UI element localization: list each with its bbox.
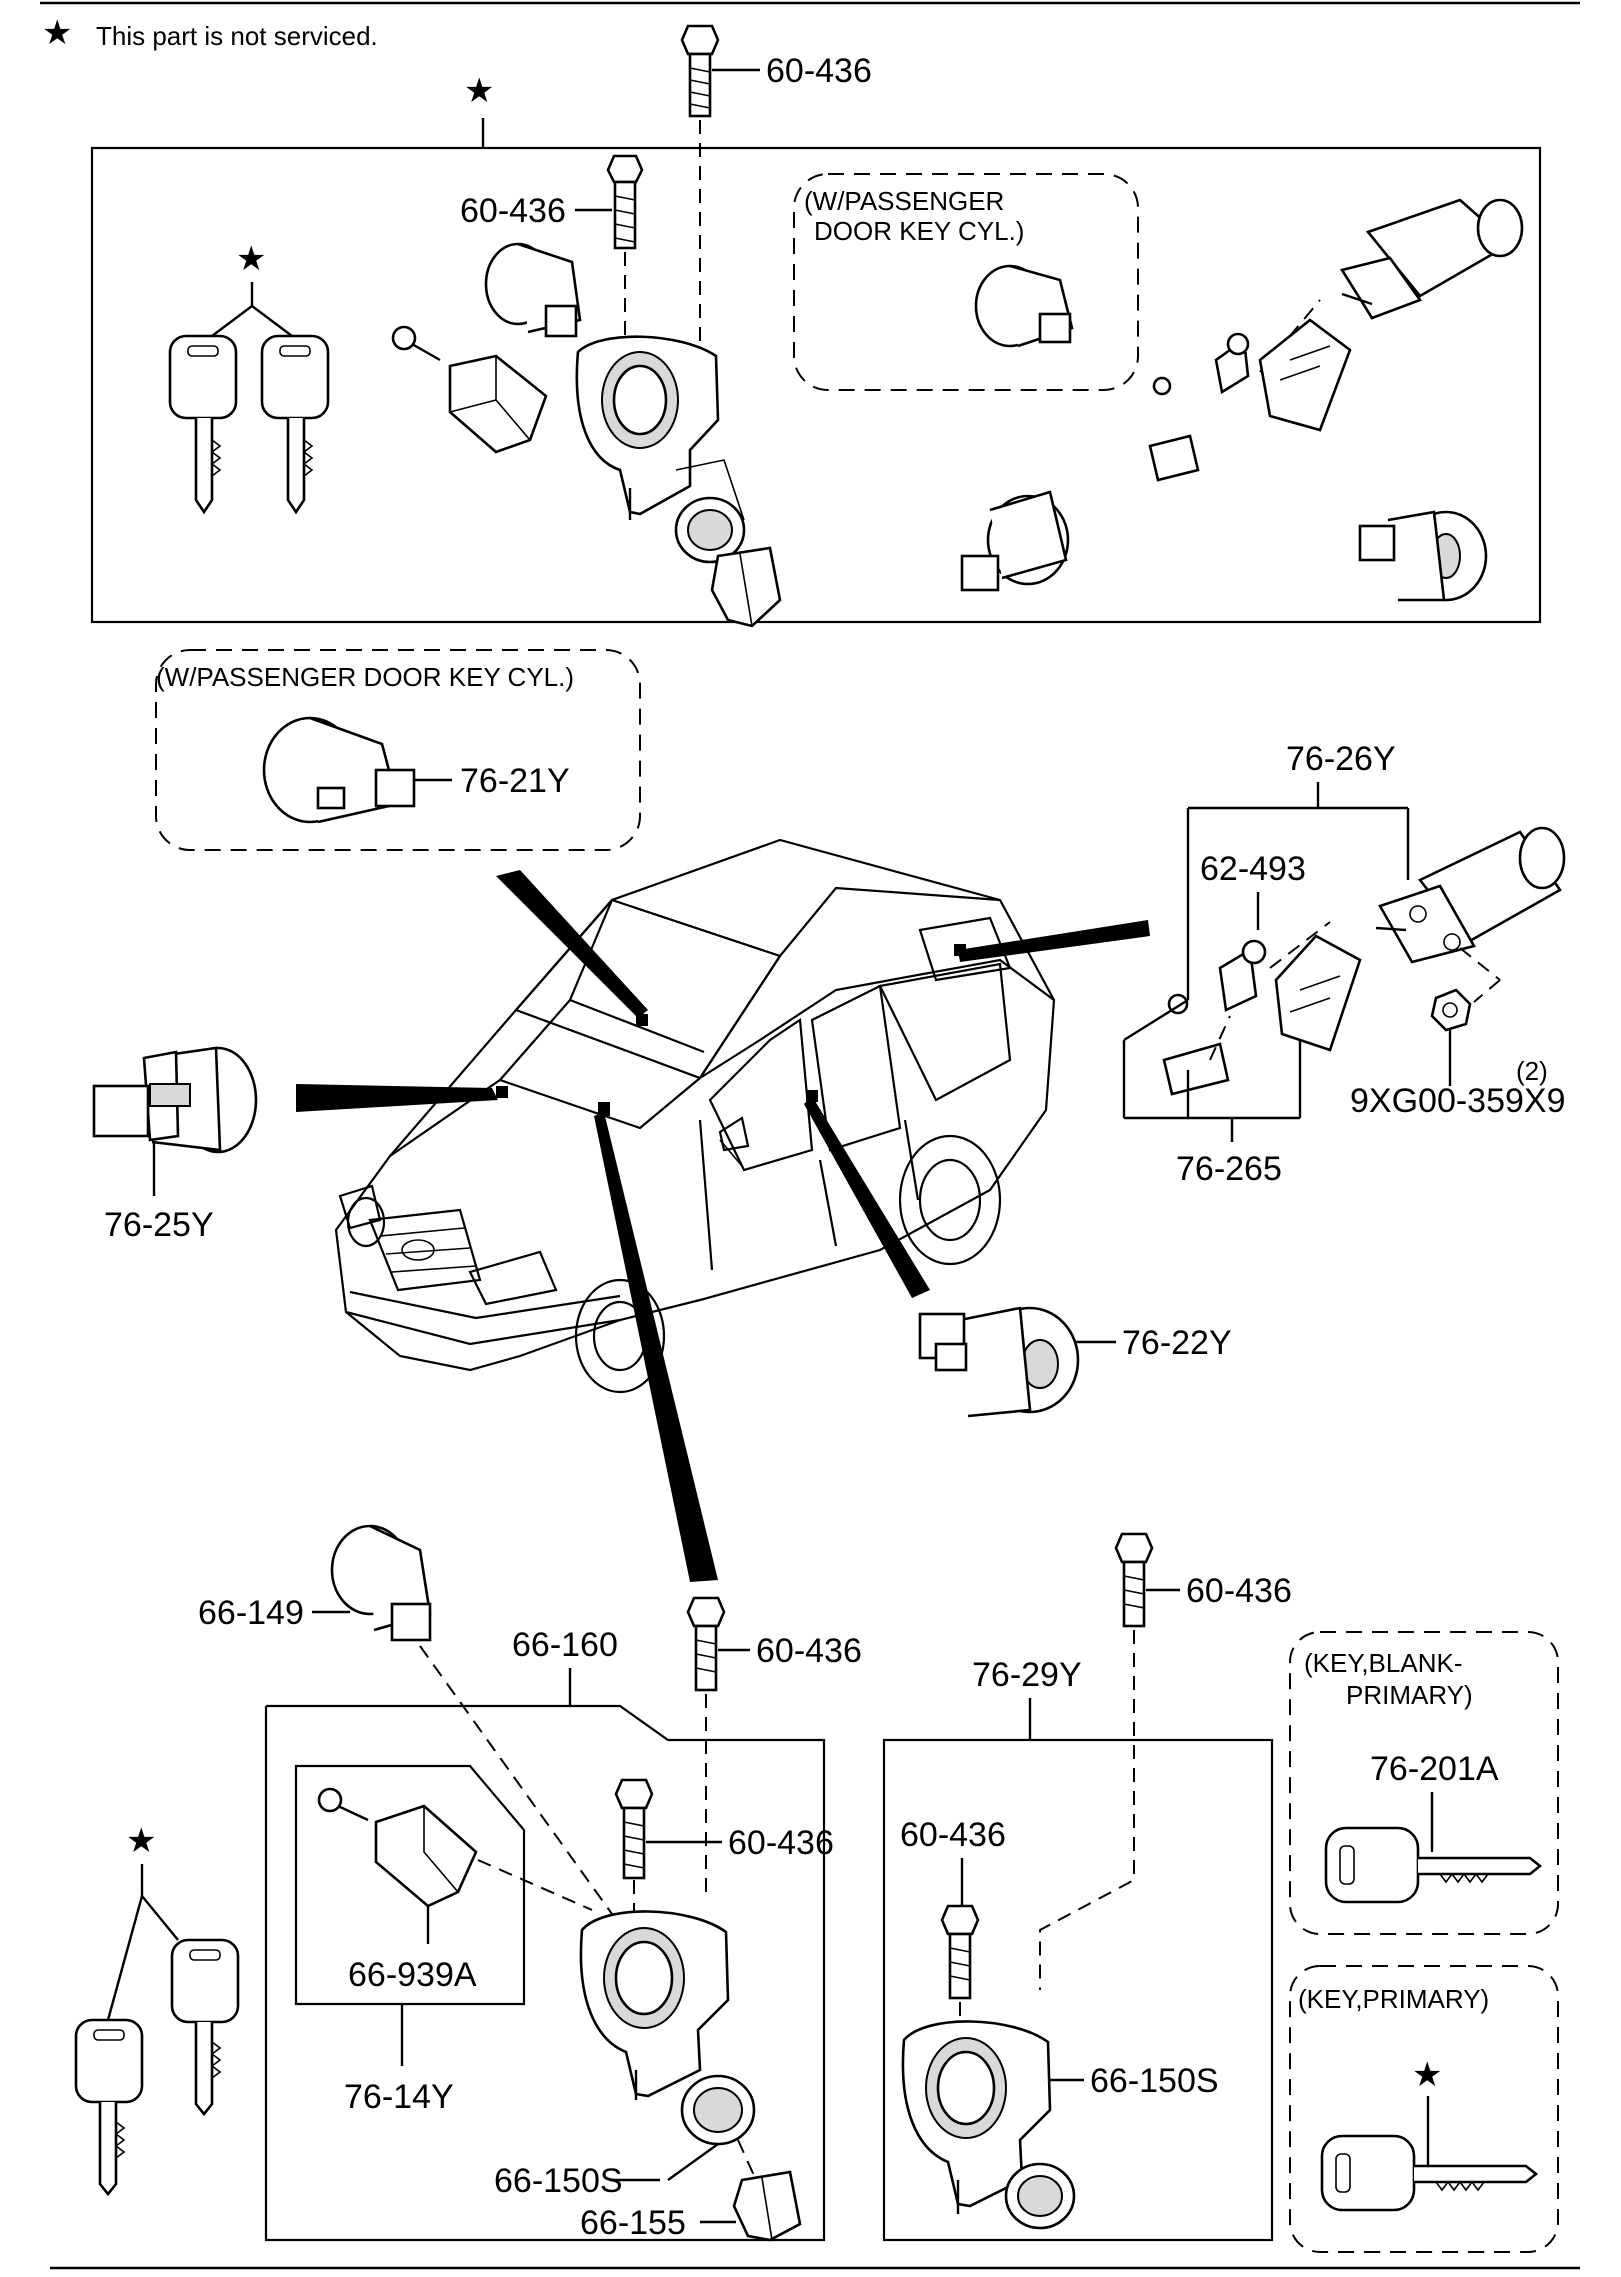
note-text: This part is not serviced. <box>96 21 378 51</box>
key-icon <box>74 2018 144 2197</box>
key-icon <box>170 1938 240 2117</box>
label-66-939A: 66-939A <box>348 1956 477 1994</box>
group-66-160-box <box>264 1704 826 2242</box>
rod-clip-icon <box>1162 939 1267 1096</box>
bottom-mid-group: 60-436 76-29Y 60-436 66-150S <box>882 1532 1292 2242</box>
screw-icon <box>391 325 441 362</box>
label-66-155: 66-155 <box>580 2204 686 2242</box>
inset-label-2: DOOR KEY CYL.) <box>814 216 1024 246</box>
passenger-inset: (W/PASSENGER DOOR KEY CYL.) 76-21Y <box>155 649 641 851</box>
label-66-150S-bm: 66-150S <box>1090 2062 1219 2100</box>
bolt-icon <box>614 1778 654 1880</box>
key-primary-box <box>1289 1965 1559 2253</box>
key-primary-star: ★ <box>1412 2056 1442 2094</box>
label-76-201A: 76-201A <box>1370 1750 1499 1788</box>
label-66-149: 66-149 <box>198 1594 304 1632</box>
pointer-passenger <box>496 870 648 1018</box>
pointer-door-right <box>804 1096 930 1298</box>
passenger-inset-top <box>793 173 1139 391</box>
key-blank-label-2: PRIMARY) <box>1346 1680 1473 1710</box>
label-76-14Y: 76-14Y <box>344 2078 454 2116</box>
lock-cylinder-icon <box>330 1524 432 1642</box>
key-icon <box>260 334 330 515</box>
vehicle-illustration <box>334 838 1056 1394</box>
label-60-436-bl-top: 60-436 <box>756 1632 862 1670</box>
key-blank-box <box>1289 1631 1559 1935</box>
label-66-160: 66-160 <box>512 1626 618 1664</box>
top-assembly: ★ 60-436 60-436 ★ <box>90 24 1542 628</box>
key-blank-label-1: (KEY,BLANK- <box>1304 1648 1462 1678</box>
latch-icon <box>1258 318 1352 432</box>
group-76-29Y-box <box>882 1738 1274 2242</box>
label-76-265: 76-265 <box>1176 1150 1282 1188</box>
rod-clip-icon <box>1148 299 1321 482</box>
bolt-icon <box>940 1904 980 2000</box>
nut-icon <box>1430 988 1472 1032</box>
steering-lock-housing-icon <box>575 335 746 564</box>
liftgate-cylinder-icon <box>1339 198 1524 320</box>
passenger-inset-box <box>155 649 641 851</box>
label-76-29Y: 76-29Y <box>972 1656 1082 1694</box>
label-nut-qty: (2) <box>1516 1056 1548 1086</box>
top-assembly-box <box>90 146 1542 624</box>
cap-icon <box>732 2170 802 2242</box>
bolt-icon <box>686 1596 726 1692</box>
liftgate-group: 76-26Y 62-493 <box>1122 740 1566 1188</box>
inset-label-1: (W/PASSENGER <box>804 186 1004 216</box>
screw-icon <box>317 1787 369 1822</box>
clip-ring-icon <box>1152 376 1172 396</box>
bolt-icon <box>680 24 720 118</box>
switch-bracket-icon <box>374 1804 478 1908</box>
steering-lock-housing-icon <box>901 2020 1076 2230</box>
ignition-marker <box>598 1102 610 1116</box>
switch-bracket-icon <box>448 354 548 454</box>
lock-cylinder-icon <box>974 264 1074 348</box>
door-cylinder-right-icon <box>918 1306 1080 1418</box>
note-star: ★ <box>42 14 72 52</box>
driver-door-marker <box>496 1086 508 1098</box>
passenger-inset-label: (W/PASSENGER DOOR KEY CYL.) <box>156 662 574 692</box>
label-76-26Y: 76-26Y <box>1286 740 1396 778</box>
label-76-22Y: 76-22Y <box>1122 1324 1232 1362</box>
pointer-ignition <box>594 1112 718 1582</box>
label-66-150S-bl: 66-150S <box>494 2162 623 2200</box>
key-icon <box>1320 2134 1539 2212</box>
pointer-door-left <box>296 1084 498 1112</box>
group-76-14Y-box <box>294 1764 526 2006</box>
liftgate-cylinder-icon <box>1375 826 1566 964</box>
bolt-icon <box>606 154 644 250</box>
label-60-436-bm-inner: 60-436 <box>900 1816 1006 1854</box>
key-primary-label: (KEY,PRIMARY) <box>1298 1984 1489 2014</box>
key-icon <box>1324 1826 1543 1904</box>
label-60-436-inner: 60-436 <box>460 192 566 230</box>
lock-cylinder-icon <box>262 716 416 824</box>
cap-icon <box>710 546 782 628</box>
keys-star: ★ <box>236 240 266 278</box>
latch-icon <box>1274 934 1362 1052</box>
lock-cylinder-icon <box>484 242 582 338</box>
bolt-icon <box>1114 1532 1154 1628</box>
label-60-436-bm-top: 60-436 <box>1186 1572 1292 1610</box>
label-62-493: 62-493 <box>1200 850 1306 888</box>
label-60-436-top: 60-436 <box>766 52 872 90</box>
key-icon <box>168 334 238 515</box>
top-assembly-star: ★ <box>464 72 494 110</box>
keys-bottom-left: ★ <box>74 1822 240 2197</box>
bottom-left-group: 66-149 60-436 66-160 66-939A 76-14Y <box>198 1524 862 2242</box>
label-76-21Y: 76-21Y <box>460 762 570 800</box>
lock-cylinder-icon <box>960 490 1070 592</box>
label-76-25Y: 76-25Y <box>104 1206 214 1244</box>
door-cylinder-left-icon <box>92 1046 258 1154</box>
label-60-436-bl-inner: 60-436 <box>728 1824 834 1862</box>
label-9XG00-359X9: 9XG00-359X9 <box>1350 1082 1566 1120</box>
pointer-liftgate <box>958 920 1150 962</box>
keys-bl-star: ★ <box>126 1822 156 1860</box>
key-blank-inset: (KEY,BLANK- PRIMARY) 76-201A <box>1289 1631 1559 1935</box>
lock-cylinder-icon <box>1358 510 1488 602</box>
key-primary-inset: (KEY,PRIMARY) ★ <box>1289 1965 1559 2253</box>
steering-lock-housing-icon <box>579 1910 756 2146</box>
